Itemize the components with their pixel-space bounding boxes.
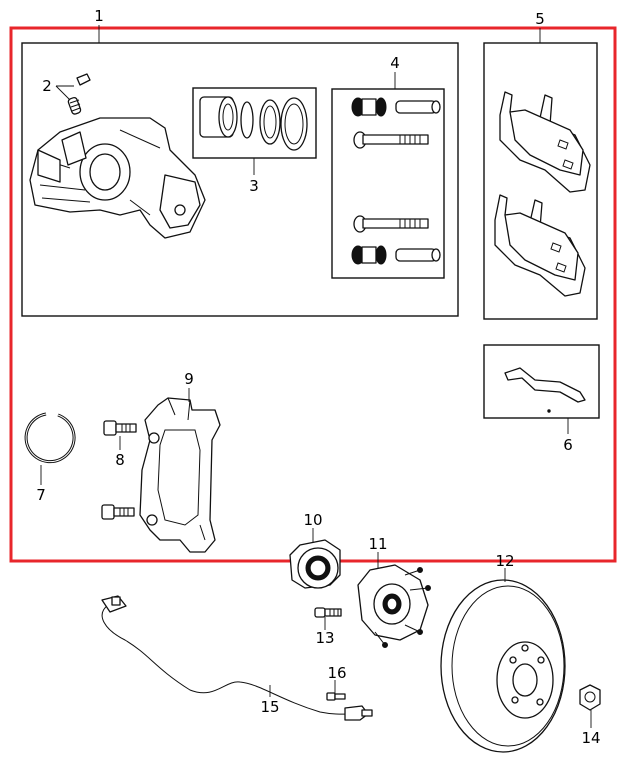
bracket-bolts (101, 420, 137, 520)
hub-bolt (314, 607, 342, 618)
highlight-frame (9, 26, 617, 563)
brake-caliper (29, 117, 206, 239)
wheel-bearing (289, 539, 341, 589)
callout-13: 13 (315, 629, 334, 647)
callout-9: 9 (184, 370, 194, 388)
callout-2: 2 (42, 77, 52, 95)
callout-15: 15 (260, 698, 279, 716)
callout-7: 7 (36, 486, 46, 504)
callout-10: 10 (303, 511, 322, 529)
retaining-ring (24, 412, 76, 464)
brake-pads-box (483, 42, 598, 320)
leader-lines (40, 25, 592, 728)
callout-8: 8 (115, 451, 125, 469)
hub-nut (579, 684, 601, 711)
piston-kit-box (192, 87, 317, 159)
brake-pads (494, 91, 591, 297)
brake-rotor (440, 579, 566, 753)
callout-14: 14 (581, 729, 600, 747)
callout-3: 3 (249, 177, 259, 195)
callout-4: 4 (390, 54, 400, 72)
pad-clip (504, 367, 586, 413)
callout-16: 16 (327, 664, 346, 682)
caliper-group-box (21, 42, 459, 317)
clip-kit-box (483, 344, 600, 419)
callout-numbers: 1 2 3 4 5 6 7 8 9 10 11 12 13 14 15 16 (36, 7, 600, 747)
guide-pin-kit-box (331, 88, 445, 279)
wheel-speed-sensor (101, 595, 373, 721)
callout-12: 12 (495, 552, 514, 570)
sensor-bolt (326, 692, 346, 701)
wheel-hub (357, 564, 431, 648)
piston-and-seals (199, 96, 308, 151)
callout-6: 6 (563, 436, 573, 454)
callout-11: 11 (368, 535, 387, 553)
guide-pins-and-boots (351, 97, 441, 265)
callout-1: 1 (94, 7, 104, 25)
callout-5: 5 (535, 10, 545, 28)
caliper-bracket (139, 397, 221, 553)
bleeder-screw (67, 73, 91, 115)
